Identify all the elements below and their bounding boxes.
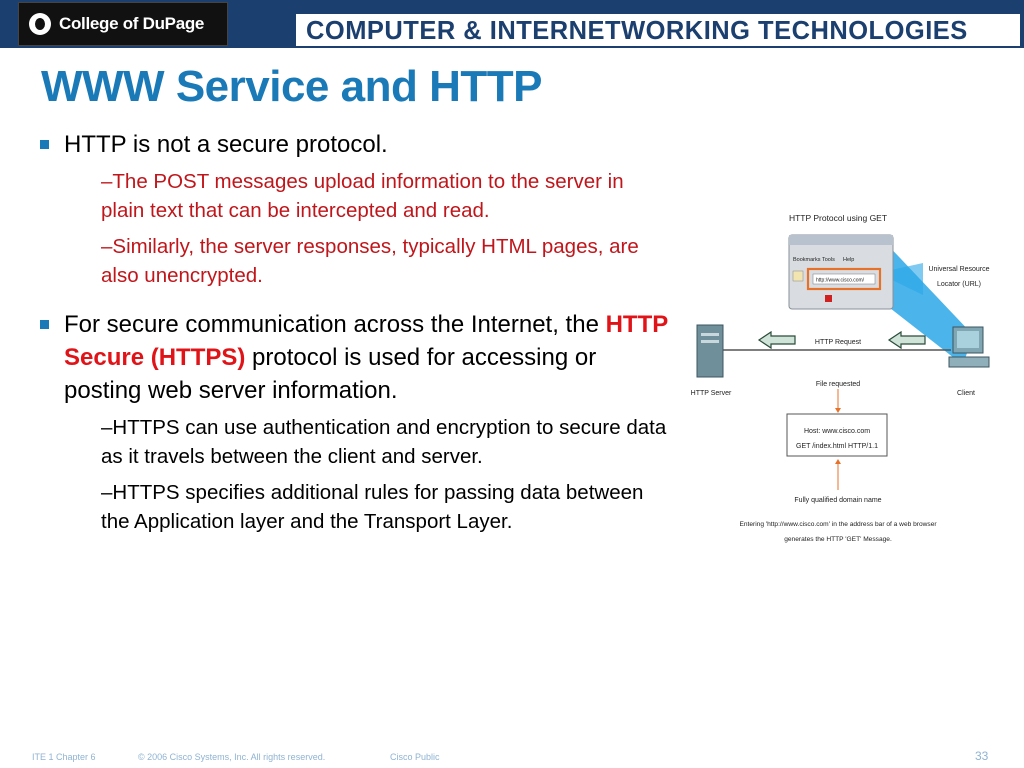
url-label-line-1: Universal Resource <box>928 266 989 273</box>
request-get-line: GET /index.html HTTP/1.1 <box>796 443 878 450</box>
slide-title: WWW Service and HTTP <box>41 62 542 111</box>
http-request-label: HTTP Request <box>815 339 861 346</box>
browser-menu-tools: Tools <box>822 257 835 263</box>
url-highlight-box <box>806 267 882 291</box>
bullet-2: For secure communication across the Inte… <box>36 308 672 407</box>
page-number: 33 <box>975 749 989 763</box>
file-arrow-head-icon <box>835 408 841 413</box>
request-host-line: Host: www.cisco.com <box>804 428 870 435</box>
http-get-diagram: HTTP Protocol using GET Bookmarks Tools … <box>691 213 990 543</box>
server-icon <box>696 324 724 378</box>
sub-bullet-1-2: –Similarly, the server responses, typica… <box>101 235 639 287</box>
bullet-2-text-before: For secure communication across the Inte… <box>64 311 606 338</box>
browser-titlebar <box>789 235 893 245</box>
request-arrow-left-icon <box>757 330 796 350</box>
browser-stop-icon <box>825 295 832 302</box>
client-keyboard-icon <box>948 356 990 368</box>
figure-caption-line-1: Entering 'http://www.cisco.com' in the a… <box>739 521 937 528</box>
header-bar: College of DuPage COMPUTER & INTERNETWOR… <box>0 0 1024 48</box>
program-banner-text: COMPUTER & INTERNETWORKING TECHNOLOGIES <box>306 14 968 45</box>
footer-classification: Cisco Public <box>390 752 440 762</box>
program-banner: COMPUTER & INTERNETWORKING TECHNOLOGIES <box>296 14 1020 46</box>
client-screen <box>957 331 979 348</box>
server-drive-slot <box>701 340 719 343</box>
sub-bullet-2-1: –HTTPS can use authentication and encryp… <box>101 416 667 468</box>
college-logo-text: College of DuPage <box>59 14 205 33</box>
bullet-1: HTTP is not a secure protocol. <box>36 128 672 161</box>
request-arrow-right-icon <box>887 330 926 350</box>
server-drive-slot <box>701 333 719 336</box>
address-bar-url: http://www.cisco.com/ <box>816 278 865 284</box>
browser-menu-help: Help <box>843 257 854 263</box>
browser-home-icon <box>792 270 804 282</box>
file-requested-label: File requested <box>816 381 860 388</box>
bullet-square-icon <box>40 320 49 329</box>
slide-content: HTTP is not a secure protocol. –The POST… <box>36 128 672 543</box>
figure-caption-line-2: generates the HTTP 'GET' Message. <box>784 536 892 543</box>
bullet-2-text-after: protocol is used for accessing or postin… <box>64 344 597 404</box>
bullet-2-highlight: HTTP Secure (HTTPS) <box>64 311 668 371</box>
client-label: Client <box>957 390 975 397</box>
sub-bullet-2-2: –HTTPS specifies additional rules for pa… <box>101 481 644 533</box>
footer-copyright: © 2006 Cisco Systems, Inc. All rights re… <box>138 752 326 762</box>
figure-title: HTTP Protocol using GET <box>789 213 887 223</box>
fqdn-label: Fully qualified domain name <box>794 497 881 504</box>
college-logo-icon <box>29 13 51 35</box>
fqdn-arrow-head-icon <box>835 459 841 464</box>
college-logo: College of DuPage <box>18 2 228 46</box>
server-label: HTTP Server <box>691 390 732 397</box>
browser-window <box>788 234 894 310</box>
sub-bullet-1-1: –The POST messages upload information to… <box>101 170 624 222</box>
browser-menu-bookmarks: Bookmarks <box>793 257 821 263</box>
url-label-line-2: Locator (URL) <box>937 281 981 288</box>
footer-chapter: ITE 1 Chapter 6 <box>32 752 96 762</box>
address-bar <box>812 273 876 285</box>
bullet-1-text: HTTP is not a secure protocol. <box>64 131 388 158</box>
request-box <box>786 413 888 457</box>
bullet-square-icon <box>40 140 49 149</box>
